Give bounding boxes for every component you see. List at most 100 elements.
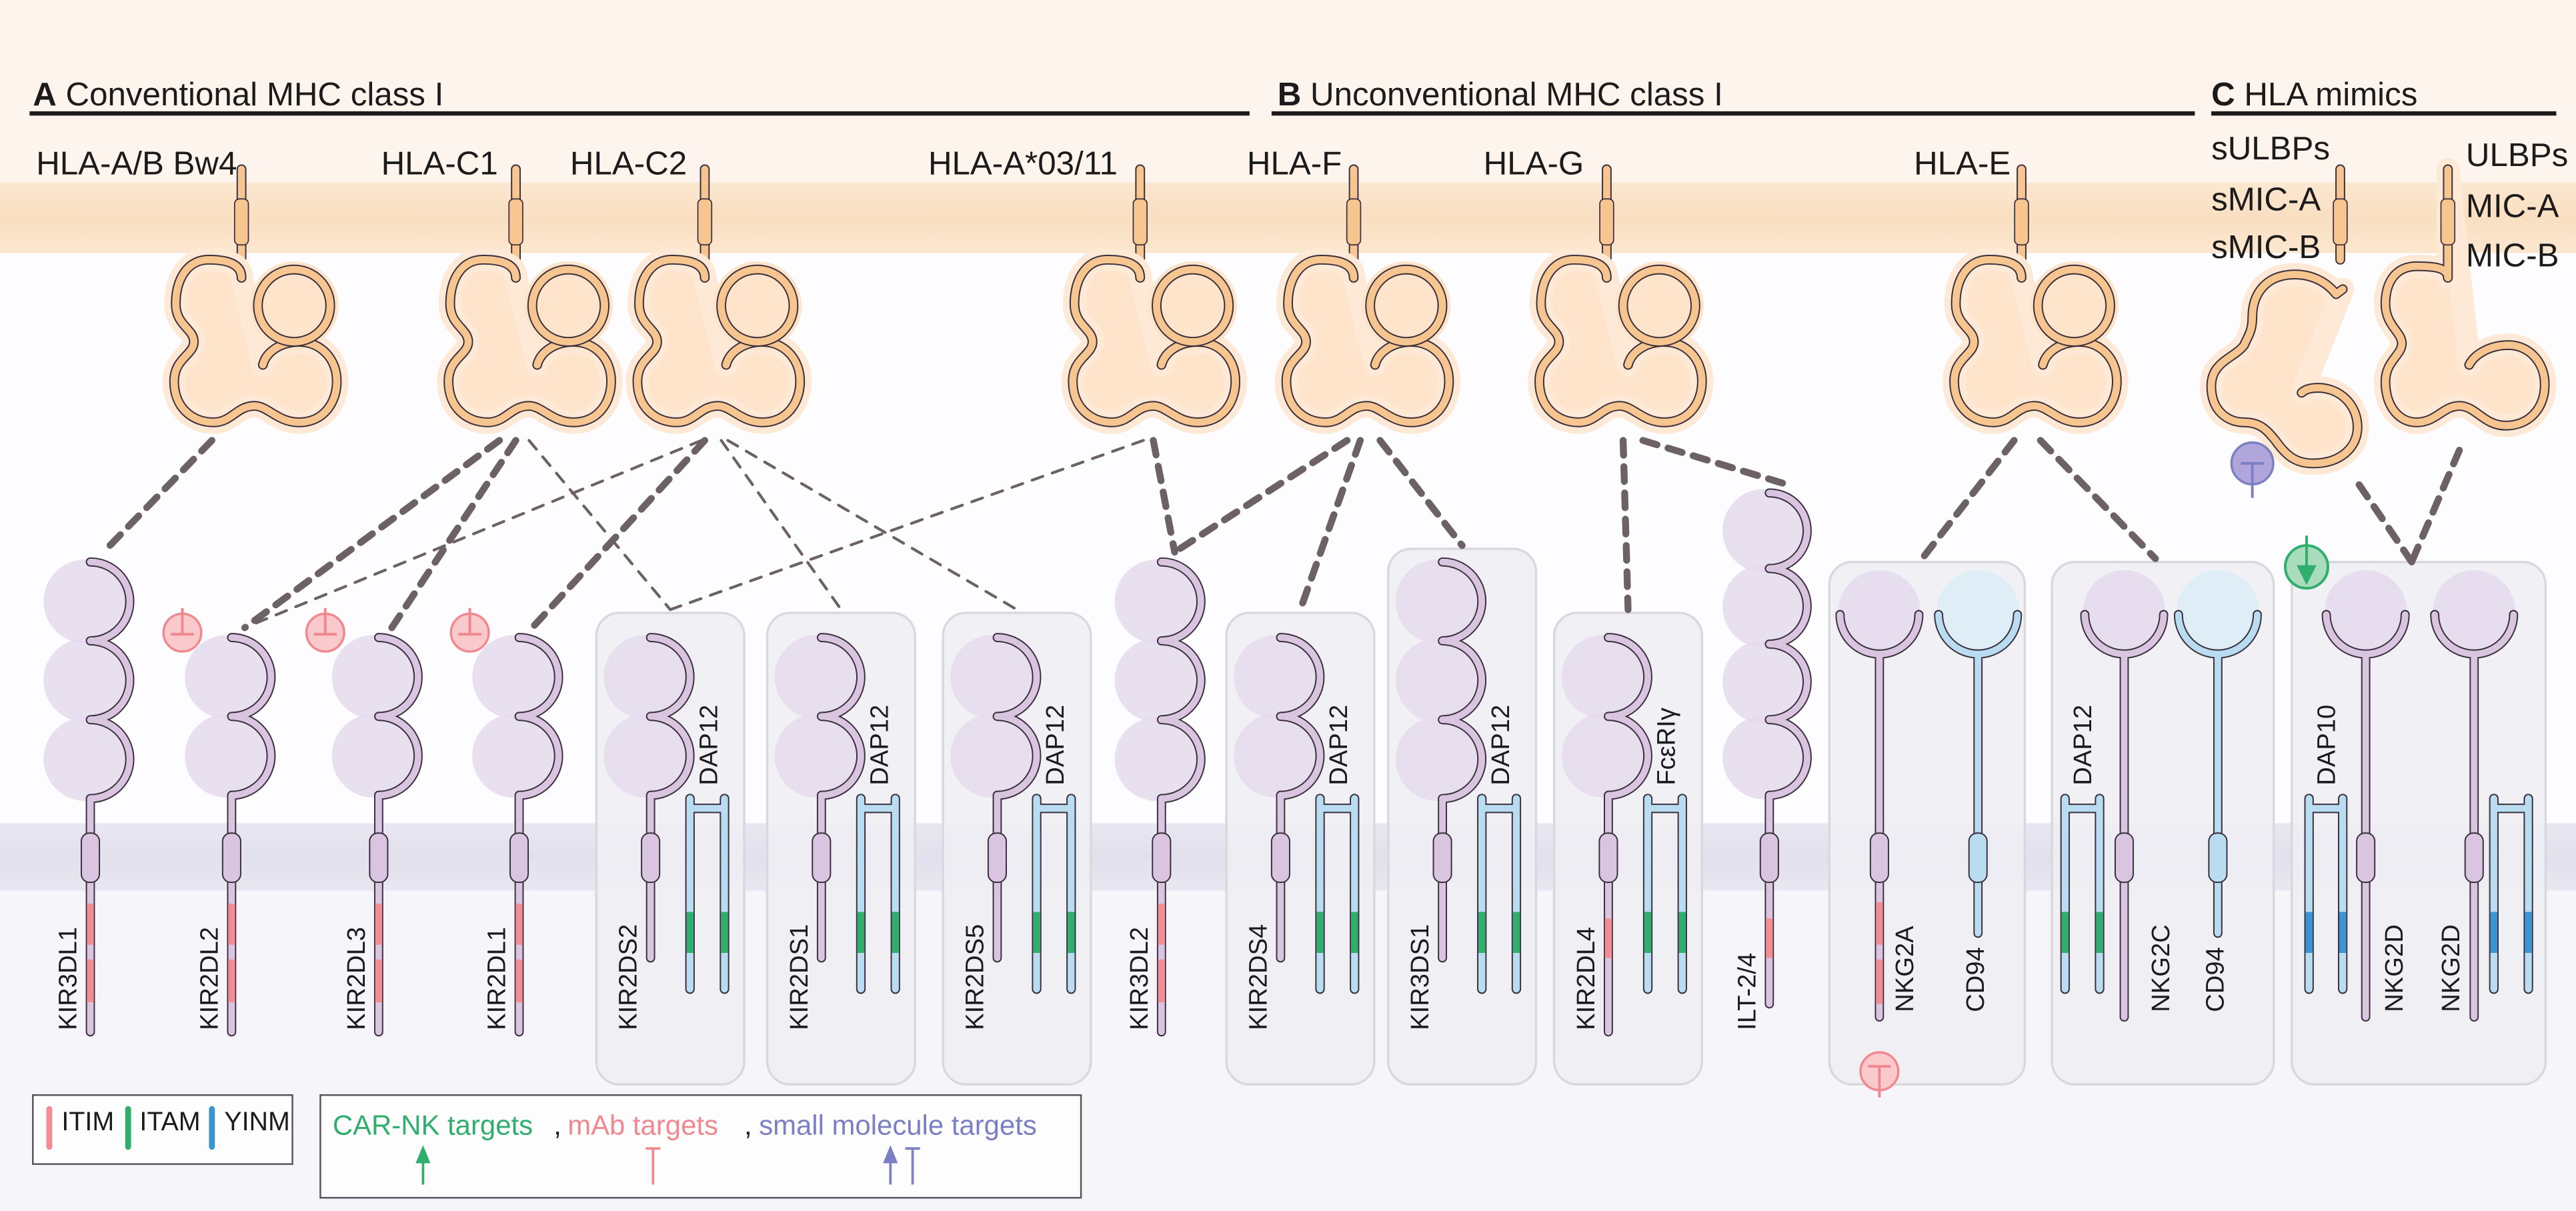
mab-blocker-icon (1859, 1051, 1900, 1098)
receptor-chain (1604, 633, 1652, 1037)
receptor-chain-body (647, 634, 694, 962)
ligand-label: HLA-C1 (381, 145, 498, 181)
transmembrane-segment (1152, 832, 1172, 884)
mhc-halo (249, 261, 339, 350)
ig-domain (1114, 559, 1199, 644)
strong-binding-connector (241, 437, 503, 632)
weak-binding-connector (720, 439, 843, 612)
ig-domain (1395, 559, 1480, 644)
receptor-chain-body (515, 634, 562, 1036)
receptor-label: NKG2D (2437, 924, 2465, 1012)
receptor-kir3dl2: KIR3DL2 (1114, 557, 1206, 1037)
adaptor-label: DAP10 (2312, 705, 2341, 786)
weak-binding-connector (243, 439, 704, 630)
mhc-halo (2029, 261, 2119, 350)
mhc-transmembrane (2333, 198, 2348, 246)
lectin-domain (1937, 570, 2019, 653)
lectin-domain (2083, 570, 2166, 653)
section-header: B Unconventional MHC class I (1278, 76, 1723, 113)
membrane-mimic-label: MIC-A (2466, 187, 2559, 224)
adaptor-dimer (1315, 794, 1360, 994)
receptor-label: KIR2DL1 (483, 927, 511, 1030)
ligand-label: HLA-C2 (570, 145, 687, 181)
mhc-halo (523, 261, 613, 350)
section-letter: A (33, 76, 57, 113)
transmembrane-segment (509, 832, 529, 884)
receptor-label: KIR2DS2 (614, 924, 643, 1030)
lectin-domain (1838, 570, 1921, 653)
receptor-kir3dl1: KIR3DL1 (43, 557, 135, 1037)
section-title: Conventional MHC class I (66, 76, 444, 113)
receptor-chain-body (1766, 489, 1810, 1008)
membrane-mimic-label: MIC-B (2466, 237, 2559, 273)
binding-connectors (100, 437, 2463, 632)
membrane-mimic-label: ULBPs (2466, 137, 2568, 173)
receptor-chain-body (1158, 558, 1204, 1036)
ig-domain (331, 635, 416, 719)
adaptor-dimer (2304, 794, 2348, 994)
mhc-transmembrane (697, 198, 713, 246)
car-nk-target-icon (2283, 535, 2329, 590)
mab-blocker-icon (162, 608, 203, 653)
mab-inhibit-icon (646, 1147, 661, 1185)
receptor-label: ILT-2/4 (1732, 953, 1761, 1030)
mhc-heavy-chain-body (2381, 165, 2549, 429)
receptor-chain (85, 557, 135, 1037)
strong-binding-connector (1918, 437, 2018, 562)
mhc-heavy-chain-body (2207, 271, 2361, 467)
weak-binding-connector (527, 439, 672, 612)
adaptor-label: DAP12 (1486, 705, 1515, 786)
receptor-chain (1156, 557, 1206, 1037)
arrow-head (415, 1145, 431, 1164)
strong-binding-connector (1619, 437, 1632, 614)
inhibit-symbol (171, 608, 194, 636)
motif-legend-label: ITIM (61, 1107, 114, 1136)
inhibit-symbol (458, 608, 481, 636)
adaptor-dimer-body (2061, 795, 2103, 993)
membrane-nkg2d-ligand (2373, 157, 2557, 437)
strong-binding-connector (529, 437, 709, 632)
receptor-label: CD94 (1961, 947, 1990, 1012)
ig-domain (1234, 714, 1318, 798)
transmembrane-segment (1598, 832, 1618, 884)
lectin-chain (2173, 610, 2262, 938)
transmembrane-segment (812, 832, 832, 884)
receptor-kir2dl3: KIR2DL3 (331, 633, 423, 1037)
target-legend-label: small molecule targets (759, 1109, 1037, 1140)
receptor-label: NKG2C (2147, 924, 2175, 1012)
ligand-label: HLA-G (1484, 145, 1584, 181)
mab-blocker-icon (449, 608, 490, 653)
lectin-domain (2177, 570, 2259, 653)
mhc-heavy-chain (2206, 269, 2363, 469)
receptor-chain-body (375, 634, 421, 1036)
legend-separator: , (744, 1109, 752, 1140)
ig-domain (472, 714, 556, 798)
transmembrane-segment (2464, 832, 2484, 884)
mhc-heavy-chain (1534, 255, 1707, 427)
strong-binding-connector (1171, 437, 1351, 556)
mhc-halo (1614, 261, 1704, 350)
transmembrane-segment (221, 832, 241, 884)
mhc-ligand (1274, 164, 1461, 434)
adaptor-dimer (1642, 794, 1687, 994)
receptor-label: NKG2D (2380, 924, 2409, 1012)
adaptor-dimer (1032, 794, 1076, 994)
mhc-heavy-chain-body (1282, 255, 1453, 426)
ig-domain (1395, 638, 1480, 722)
receptor-label: KIR2DL4 (1572, 927, 1600, 1030)
transmembrane-segment (2114, 832, 2135, 884)
inhibit-symbol (1868, 1065, 1891, 1098)
receptor-chain (816, 633, 866, 963)
mhc-transmembrane (2440, 198, 2456, 246)
mhc-heavy-chain (1281, 255, 1454, 427)
receptor-label: KIR2DS4 (1244, 924, 1272, 1030)
transmembrane-segment (987, 832, 1007, 884)
section-headers: A Conventional MHC class I B Unconvention… (29, 76, 2557, 116)
lectin-domain (2433, 570, 2515, 653)
therapy-markers (162, 441, 2329, 1098)
receptor-label: KIR3DS1 (1406, 924, 1434, 1030)
